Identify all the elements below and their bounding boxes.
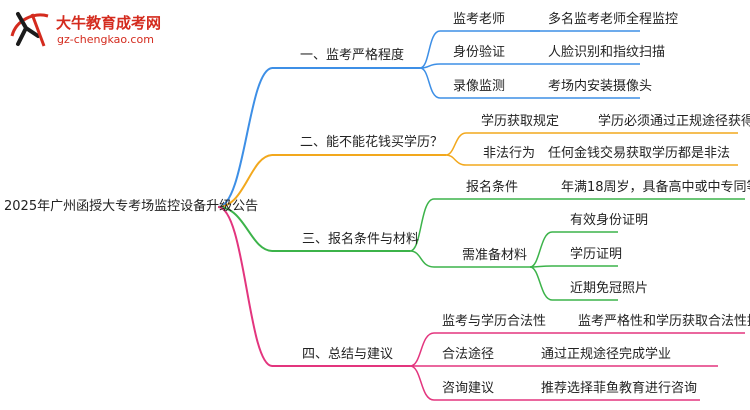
- branch-1-label: 一、监考严格程度: [300, 48, 405, 63]
- branch-2-item-1-key: 学历获取规定: [481, 114, 560, 129]
- connector-branch4-item1: [409, 332, 745, 367]
- branch-3-item-1-key: 报名条件: [466, 180, 519, 195]
- connector-root-branch1: [217, 67, 273, 208]
- connector-branch1-item2: [419, 63, 640, 69]
- branch-3-label: 三、报名条件与材料: [302, 232, 420, 247]
- branch-3-item-2-key: 需准备材料: [462, 248, 528, 263]
- branch-3-sub-2: 学历证明: [570, 247, 623, 262]
- branch-2-item-2-key: 非法行为: [483, 146, 536, 161]
- brand-url[interactable]: gz-chengkao.com: [57, 33, 154, 46]
- connector-branch1-item3: [419, 67, 640, 99]
- branch-3-item-1-value: 年满18周岁，具备高中或中专同等学历: [561, 180, 750, 195]
- connector-branch3-item1: [409, 198, 745, 252]
- branch-4-item-3-value: 推荐选择菲鱼教育进行咨询: [541, 381, 698, 396]
- branch-1-item-3-value: 考场内安装摄像头: [548, 79, 653, 94]
- branch-2-item-2-value: 任何金钱交易获取学历都是非法: [548, 146, 731, 161]
- branch-2-item-1-value: 学历必须通过正规途径获得: [598, 114, 750, 129]
- branch-4-item-2-value: 通过正规途径完成学业: [541, 347, 672, 362]
- brand-logo-icon: [10, 12, 49, 47]
- branch-3-sub-1: 有效身份证明: [570, 213, 649, 228]
- connector-branch3-item2: [409, 250, 530, 268]
- branch-1-item-1-key: 监考老师: [453, 12, 506, 27]
- connector-root-branch2: [217, 154, 273, 208]
- branch-4-item-1-key: 监考与学历合法性: [442, 314, 547, 329]
- branch-1-item-2-key: 身份验证: [453, 45, 506, 60]
- connector-item2-sub1: [529, 231, 618, 268]
- connector-branch2-item2: [445, 154, 738, 166]
- connector-branch1-item1: [419, 30, 640, 69]
- connector-item2-sub3: [529, 266, 618, 301]
- branch-4-item-3-key: 咨询建议: [442, 381, 495, 396]
- branch-1-item-3-key: 录像监测: [453, 79, 506, 94]
- root-topic: 2025年广州函授大专考场监控设备升级公告: [4, 199, 259, 214]
- connector-item2-sub2: [529, 265, 618, 268]
- branch-4-item-1-value: 监考严格性和学历获取合法性提升: [578, 314, 750, 329]
- brand-name: 大牛教育成考网: [56, 14, 162, 32]
- branch-4-label: 四、总结与建议: [302, 347, 394, 362]
- connector-root-branch3: [217, 206, 273, 252]
- branch-4-item-2-key: 合法途径: [442, 347, 495, 362]
- connector-branch2-item1: [445, 132, 738, 156]
- branch-3-sub-3: 近期免冠照片: [570, 281, 649, 296]
- branch-2-label: 二、能不能花钱买学历？: [300, 135, 444, 150]
- connector-root-branch4: [217, 206, 273, 367]
- branch-1-item-1-value: 多名监考老师全程监控: [548, 12, 679, 27]
- connector-branch4-item3: [409, 365, 700, 401]
- branch-1-item-2-value: 人脸识别和指纹扫描: [548, 45, 666, 60]
